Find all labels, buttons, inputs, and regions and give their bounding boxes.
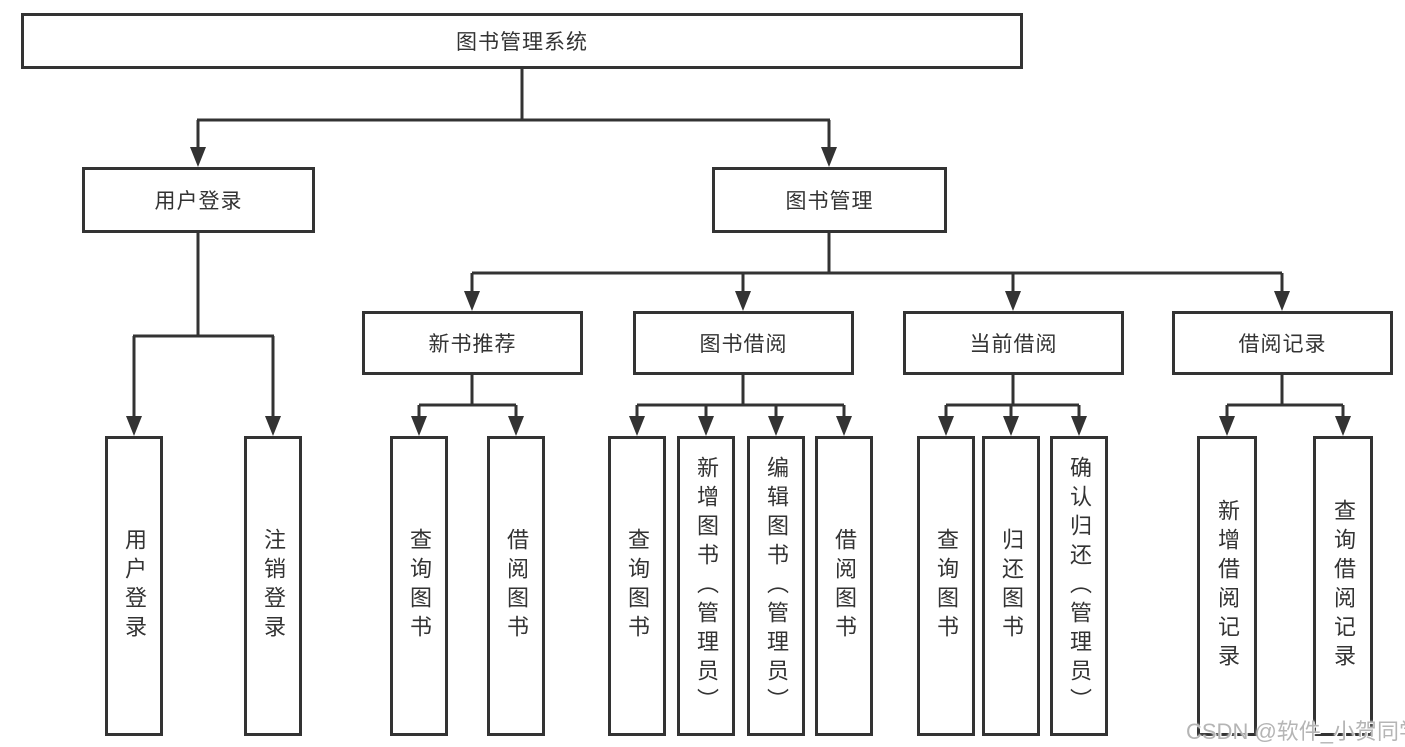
arrowhead-leaf-d3 xyxy=(1071,416,1087,436)
leaf-add-books-admin: 新增图书（管理员） xyxy=(677,436,735,736)
arrowhead-borrowing xyxy=(735,291,751,311)
leaf-confirm-return-admin: 确认归还（管理员） xyxy=(1050,436,1108,736)
leaf-logout-login: 注销登录 xyxy=(244,436,302,736)
arrowhead-user-login xyxy=(190,147,206,167)
csdn-watermark: CSDN @软件_小贺同学 xyxy=(1186,719,1405,744)
leaf-query-borrow-record: 查询借阅记录 xyxy=(1313,436,1373,736)
leaf-query-books-cb: 查询图书 xyxy=(917,436,975,736)
leaf-borrow-books-bb: 借阅图书 xyxy=(815,436,873,736)
arrowhead-leaf-c3 xyxy=(768,416,784,436)
arrowhead-book-mgmt xyxy=(821,147,837,167)
leaf-return-books: 归还图书 xyxy=(982,436,1040,736)
leaf-query-books-nbr: 查询图书 xyxy=(390,436,448,736)
node-borrowing-records: 借阅记录 xyxy=(1172,311,1393,375)
leaf-user-login: 用户登录 xyxy=(105,436,163,736)
arrowhead-current xyxy=(1005,291,1021,311)
node-book-management: 图书管理 xyxy=(712,167,947,233)
arrowhead-leaf-e1 xyxy=(1219,416,1235,436)
arrowhead-records xyxy=(1274,291,1290,311)
arrowhead-leaf-c4 xyxy=(836,416,852,436)
arrowhead-leaf-b2 xyxy=(508,416,524,436)
arrowhead-leaf-e2 xyxy=(1335,416,1351,436)
node-library-management-system: 图书管理系统 xyxy=(21,13,1023,69)
arrowhead-new-books xyxy=(464,291,480,311)
arrowhead-leaf-logout xyxy=(265,416,281,436)
node-current-borrowing: 当前借阅 xyxy=(903,311,1124,375)
arrowhead-leaf-login xyxy=(126,416,142,436)
leaf-query-books-bb: 查询图书 xyxy=(608,436,666,736)
leaf-edit-books-admin: 编辑图书（管理员） xyxy=(747,436,805,736)
arrowhead-leaf-b1 xyxy=(411,416,427,436)
node-user-login: 用户登录 xyxy=(82,167,315,233)
leaf-add-borrow-record: 新增借阅记录 xyxy=(1197,436,1257,736)
arrowhead-leaf-c1 xyxy=(629,416,645,436)
arrowhead-leaf-c2 xyxy=(698,416,714,436)
node-new-book-recommend: 新书推荐 xyxy=(362,311,583,375)
node-book-borrowing: 图书借阅 xyxy=(633,311,854,375)
arrowhead-leaf-d1 xyxy=(938,416,954,436)
leaf-borrow-books-nbr: 借阅图书 xyxy=(487,436,545,736)
arrowhead-leaf-d2 xyxy=(1003,416,1019,436)
